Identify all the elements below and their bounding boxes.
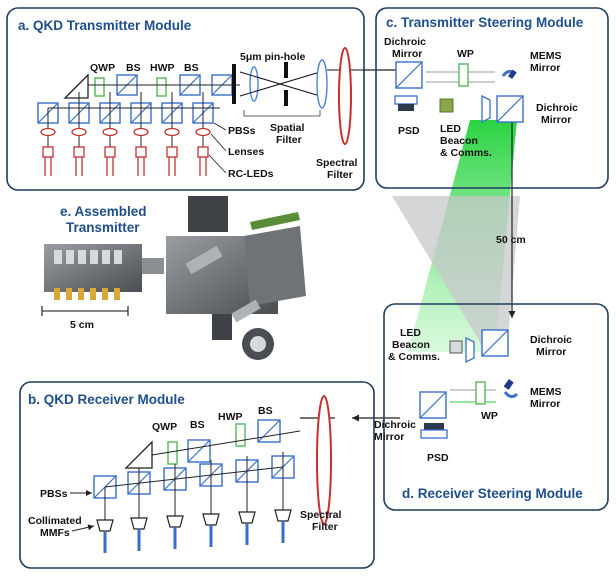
rx-mmf-row bbox=[96, 509, 292, 553]
svg-text:Dichroic: Dichroic bbox=[536, 102, 578, 114]
panel-b-title: b. QKD Receiver Module bbox=[28, 392, 185, 407]
svg-text:BS: BS bbox=[190, 419, 205, 431]
psd-c bbox=[394, 95, 418, 111]
svg-text:MMFs: MMFs bbox=[40, 527, 70, 539]
hwp-plate bbox=[156, 77, 167, 97]
gray-receiver-cone bbox=[392, 196, 520, 352]
lens-row bbox=[40, 127, 211, 137]
svg-text:& Comms.: & Comms. bbox=[440, 147, 492, 159]
svg-text:Dichroic: Dichroic bbox=[374, 419, 416, 431]
svg-text:Filter: Filter bbox=[312, 521, 338, 533]
panel-transmitter-steering: c. Transmitter Steering Module Dichroic … bbox=[375, 7, 609, 189]
led-beacon-d bbox=[449, 340, 463, 354]
panel-d-frame bbox=[383, 303, 609, 511]
panel-qkd-transmitter: a. QKD Transmitter Module bbox=[6, 7, 365, 191]
panel-receiver-steering: d. Receiver Steering Module LED Beacon &… bbox=[374, 303, 609, 511]
svg-text:Beacon: Beacon bbox=[440, 135, 478, 147]
svg-text:Spectral: Spectral bbox=[300, 509, 342, 521]
rx-hwp-plate bbox=[235, 423, 246, 447]
scale-label: 5 cm bbox=[70, 319, 94, 331]
spectral-filter-tx bbox=[338, 47, 352, 145]
panel-a-frame bbox=[6, 7, 365, 191]
free-space-beams bbox=[300, 69, 520, 422]
svg-text:HWP: HWP bbox=[218, 411, 243, 423]
svg-text:Spectral: Spectral bbox=[316, 157, 358, 169]
svg-text:5μm pin-hole: 5μm pin-hole bbox=[240, 51, 306, 63]
transmitter-3d-model bbox=[44, 196, 306, 360]
svg-text:PBSs: PBSs bbox=[40, 488, 68, 500]
spatial-filter-optics bbox=[232, 59, 365, 117]
svg-text:MEMS: MEMS bbox=[530, 386, 562, 398]
rx-qwp-plate bbox=[167, 441, 178, 465]
panel-c-frame bbox=[375, 7, 609, 189]
rx-bs-array-upper bbox=[124, 419, 281, 469]
psd-d bbox=[420, 423, 448, 439]
svg-text:HWP: HWP bbox=[150, 62, 175, 74]
qwp-plate bbox=[94, 77, 105, 97]
panel-b-frame bbox=[19, 381, 375, 569]
svg-text:Filter: Filter bbox=[276, 134, 302, 146]
svg-text:Lenses: Lenses bbox=[228, 146, 264, 158]
svg-text:QWP: QWP bbox=[152, 421, 177, 433]
svg-text:Mirror: Mirror bbox=[536, 346, 566, 358]
svg-text:e. Assembled: e. Assembled bbox=[60, 204, 147, 219]
svg-text:PSD: PSD bbox=[398, 125, 420, 137]
svg-text:BS: BS bbox=[258, 405, 273, 417]
svg-text:Mirror: Mirror bbox=[392, 48, 422, 60]
svg-text:MEMS: MEMS bbox=[530, 50, 562, 62]
svg-text:LED: LED bbox=[400, 327, 421, 339]
svg-text:Spatial: Spatial bbox=[270, 122, 305, 134]
svg-text:Filter: Filter bbox=[327, 169, 353, 181]
panel-assembled-transmitter: e. Assembled Transmitter bbox=[41, 196, 306, 360]
svg-text:PSD: PSD bbox=[427, 452, 449, 464]
svg-text:Beacon: Beacon bbox=[392, 339, 430, 351]
svg-text:BS: BS bbox=[126, 62, 141, 74]
waveplate-d bbox=[475, 381, 486, 405]
panel-a-title: a. QKD Transmitter Module bbox=[18, 18, 192, 33]
svg-text:RC-LEDs: RC-LEDs bbox=[228, 168, 274, 180]
rc-led-row bbox=[42, 146, 209, 176]
beacon-lens-d bbox=[465, 336, 475, 364]
svg-text:BS: BS bbox=[184, 62, 199, 74]
svg-text:Mirror: Mirror bbox=[374, 431, 404, 443]
svg-text:Mirror: Mirror bbox=[530, 398, 560, 410]
waveplate-c bbox=[458, 63, 469, 87]
svg-text:WP: WP bbox=[457, 48, 474, 60]
svg-text:Transmitter: Transmitter bbox=[66, 220, 140, 235]
panel-qkd-receiver: b. QKD Receiver Module Spectral Filter bbox=[19, 381, 375, 569]
spectral-filter-rx bbox=[316, 395, 332, 525]
svg-text:Mirror: Mirror bbox=[541, 114, 571, 126]
mems-mirror-d bbox=[503, 391, 519, 399]
svg-text:LED: LED bbox=[440, 123, 461, 135]
led-beacon-c bbox=[439, 98, 454, 113]
svg-text:PBSs: PBSs bbox=[228, 125, 256, 137]
svg-text:Collimated: Collimated bbox=[28, 515, 82, 527]
svg-text:QWP: QWP bbox=[90, 62, 115, 74]
panel-d-title: d. Receiver Steering Module bbox=[402, 486, 583, 501]
link-distance-label: 50 cm bbox=[496, 234, 526, 246]
beacon-lens-c bbox=[481, 94, 491, 124]
svg-text:Mirror: Mirror bbox=[530, 62, 560, 74]
svg-text:& Comms.: & Comms. bbox=[388, 351, 440, 363]
svg-text:Dichroic: Dichroic bbox=[530, 334, 572, 346]
svg-text:Dichroic: Dichroic bbox=[384, 36, 426, 48]
svg-text:WP: WP bbox=[481, 410, 498, 422]
panel-c-title: c. Transmitter Steering Module bbox=[386, 15, 584, 30]
